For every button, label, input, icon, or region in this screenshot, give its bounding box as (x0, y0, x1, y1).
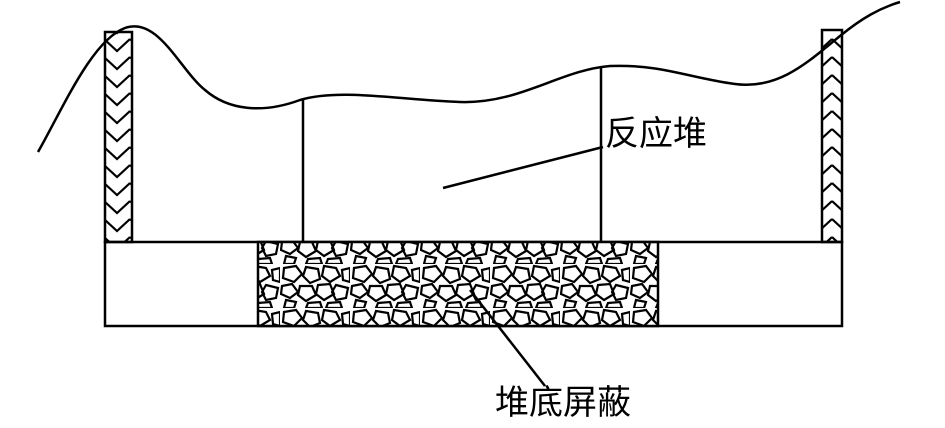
left-wall-hatched (103, 30, 134, 244)
pile-bottom-shield-label: 堆底屏蔽 (495, 383, 631, 423)
right-wall-hatched (820, 28, 844, 244)
reactor-pile-label: 反应堆 (605, 114, 707, 154)
pile-bottom-shield (256, 240, 660, 328)
reactor-leader-line (442, 145, 604, 190)
ground-surface-curve (36, 0, 901, 153)
shield-leader-line (469, 289, 546, 387)
